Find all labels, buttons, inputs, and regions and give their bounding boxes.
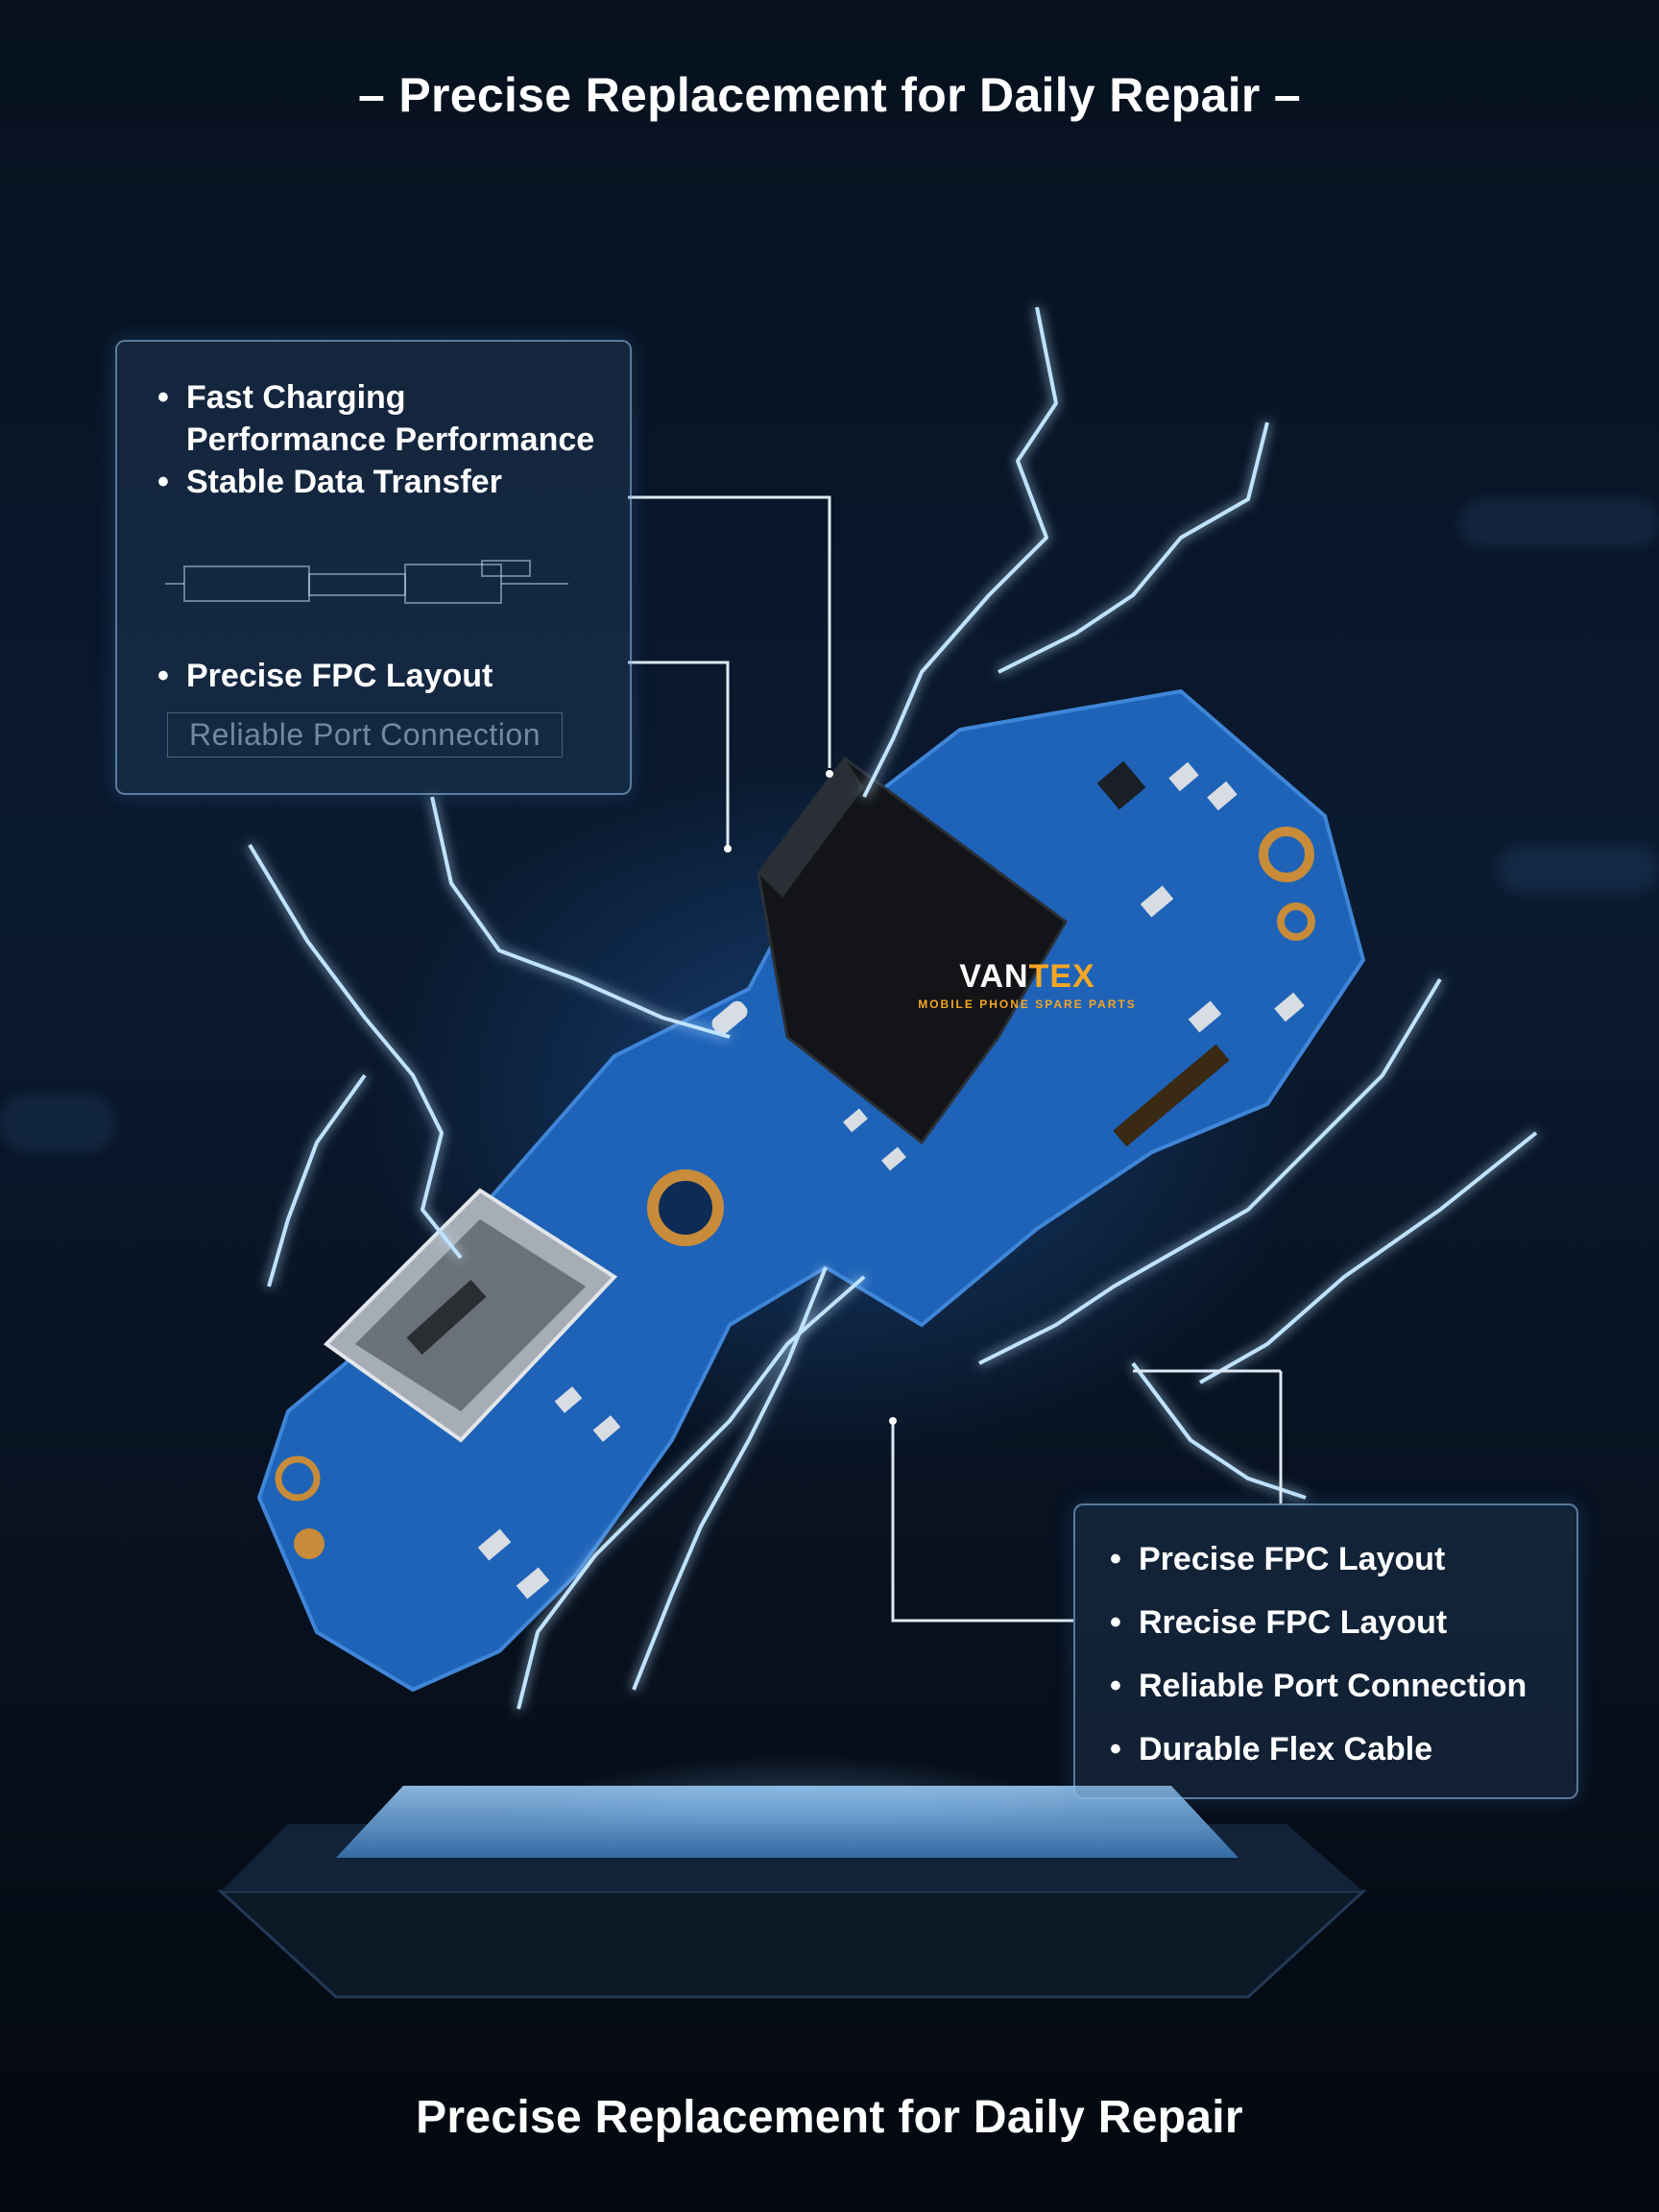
brand-name: VANTEX [959,958,1095,995]
bullet-icon: • [157,379,169,416]
bullet-icon: • [1110,1541,1121,1577]
callout-dot [724,845,732,853]
faded-label: Reliable Port Connection [167,712,563,757]
background-glow-bar [0,1094,115,1152]
bullet-icon: • [157,464,169,500]
feature-item: • Precise FPC Layout [1110,1538,1561,1580]
processor-chip [217,1786,1367,1999]
feature-item: • Durable Flex Cable [1110,1728,1561,1770]
charging-port-board [256,688,1366,1693]
feature-item: • Precise FPC Layout [157,655,609,697]
bullet-icon: • [1110,1604,1121,1641]
brand-subtitle: MOBILE PHONE SPARE PARTS [918,998,1137,1011]
background-glow-bar [1459,499,1659,547]
bullet-icon: • [1110,1731,1121,1767]
feature-item: • Fast Charging Performance Performance [157,376,609,461]
callout-dot [889,1417,897,1425]
callout-lines [628,495,1283,1623]
circuit-schematic-icon [165,560,568,604]
feature-item: • Rrecise FPC Layout [1110,1601,1561,1644]
page-title: – Precise Replacement for Daily Repair – [358,68,1301,122]
background-glow-bar [1498,845,1659,893]
feature-panel-right: • Precise FPC Layout • Rrecise FPC Layou… [1073,1503,1578,1799]
bottom-caption: Precise Replacement for Daily Repair [416,2092,1243,2143]
lightning-effects [248,306,1538,1710]
brand-watermark: VANTEX MOBILE PHONE SPARE PARTS [902,958,1152,1011]
feature-item: • Reliable Port Connection [1110,1665,1561,1707]
callout-dot [826,770,833,778]
bullet-icon: • [157,658,169,694]
bullet-icon: • [1110,1668,1121,1704]
feature-item: • Stable Data Transfer [157,461,609,503]
feature-panel-left: • Fast Charging Performance Performance … [115,340,632,795]
